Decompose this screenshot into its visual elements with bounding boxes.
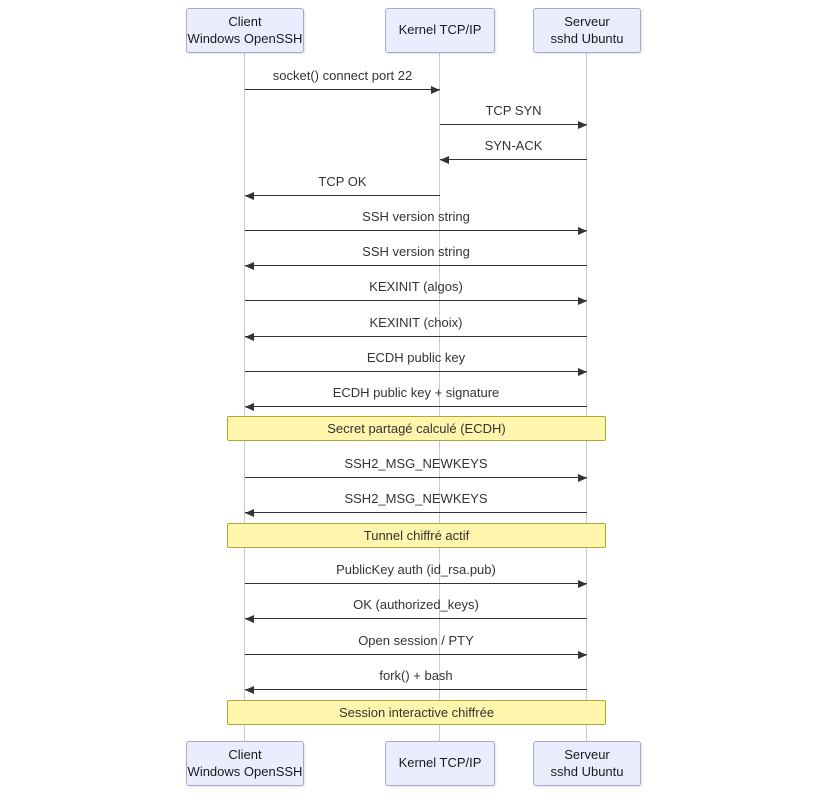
actor-server-bottom: Serveur sshd Ubuntu [533,741,641,786]
message-label: OK (authorized_keys) [353,597,479,612]
message-arrow-right [245,86,440,94]
message-label: SSH version string [362,244,470,259]
note-secret-partage: Secret partagé calculé (ECDH) [227,416,606,441]
message-arrow-left [245,509,587,517]
actor-server-label-line2: sshd Ubuntu [550,30,624,46]
message-arrow-right [245,297,587,305]
actor-kernel-label-line1: Kernel TCP/IP [398,755,482,771]
lifeline-server [586,53,587,741]
note-session-interactive: Session interactive chiffrée [227,700,606,725]
message-label: ECDH public key + signature [332,385,500,400]
message-arrow-right [245,368,587,376]
message-label: ECDH public key [366,350,466,365]
message-arrow-left [245,333,587,341]
actor-kernel-top: Kernel TCP/IP [385,8,495,53]
message-arrow-right [245,651,587,659]
message-arrow-right [245,580,587,588]
message-label: PublicKey auth (id_rsa.pub) [336,562,496,577]
message-label: TCP OK [318,174,367,189]
actor-server-top: Serveur sshd Ubuntu [533,8,641,53]
message-label: socket() connect port 22 [272,68,413,83]
actor-kernel-bottom: Kernel TCP/IP [385,741,495,786]
actor-client-label-line2: Windows OpenSSH [187,763,303,779]
note-tunnel-chiffre: Tunnel chiffré actif [227,523,606,548]
actor-server-label-line1: Serveur [564,13,610,29]
actor-server-label-line1: Serveur [564,746,610,762]
actor-kernel-label-line1: Kernel TCP/IP [398,22,482,38]
message-label: KEXINIT (choix) [369,315,463,330]
actor-client-bottom: Client Windows OpenSSH [186,741,304,786]
message-label: fork() + bash [379,668,453,683]
message-label: Open session / PTY [358,633,474,648]
actor-client-label-line1: Client [228,13,262,29]
message-label: SSH2_MSG_NEWKEYS [344,456,488,471]
lifeline-kernel [439,53,440,741]
message-arrow-left [245,615,587,623]
message-arrow-right [245,227,587,235]
message-arrow-left [440,156,587,164]
actor-client-top: Client Windows OpenSSH [186,8,304,53]
message-arrow-right [245,474,587,482]
message-label: SSH version string [362,209,470,224]
message-arrow-left [245,403,587,411]
message-arrow-left [245,192,440,200]
actor-server-label-line2: sshd Ubuntu [550,763,624,779]
message-label: KEXINIT (algos) [369,279,463,294]
message-arrow-left [245,262,587,270]
lifeline-client [244,53,245,741]
message-arrow-right [440,121,587,129]
message-label: SYN-ACK [484,138,543,153]
actor-client-label-line2: Windows OpenSSH [187,30,303,46]
message-arrow-left [245,686,587,694]
actor-client-label-line1: Client [228,746,262,762]
message-label: SSH2_MSG_NEWKEYS [344,491,488,506]
message-label: TCP SYN [485,103,542,118]
